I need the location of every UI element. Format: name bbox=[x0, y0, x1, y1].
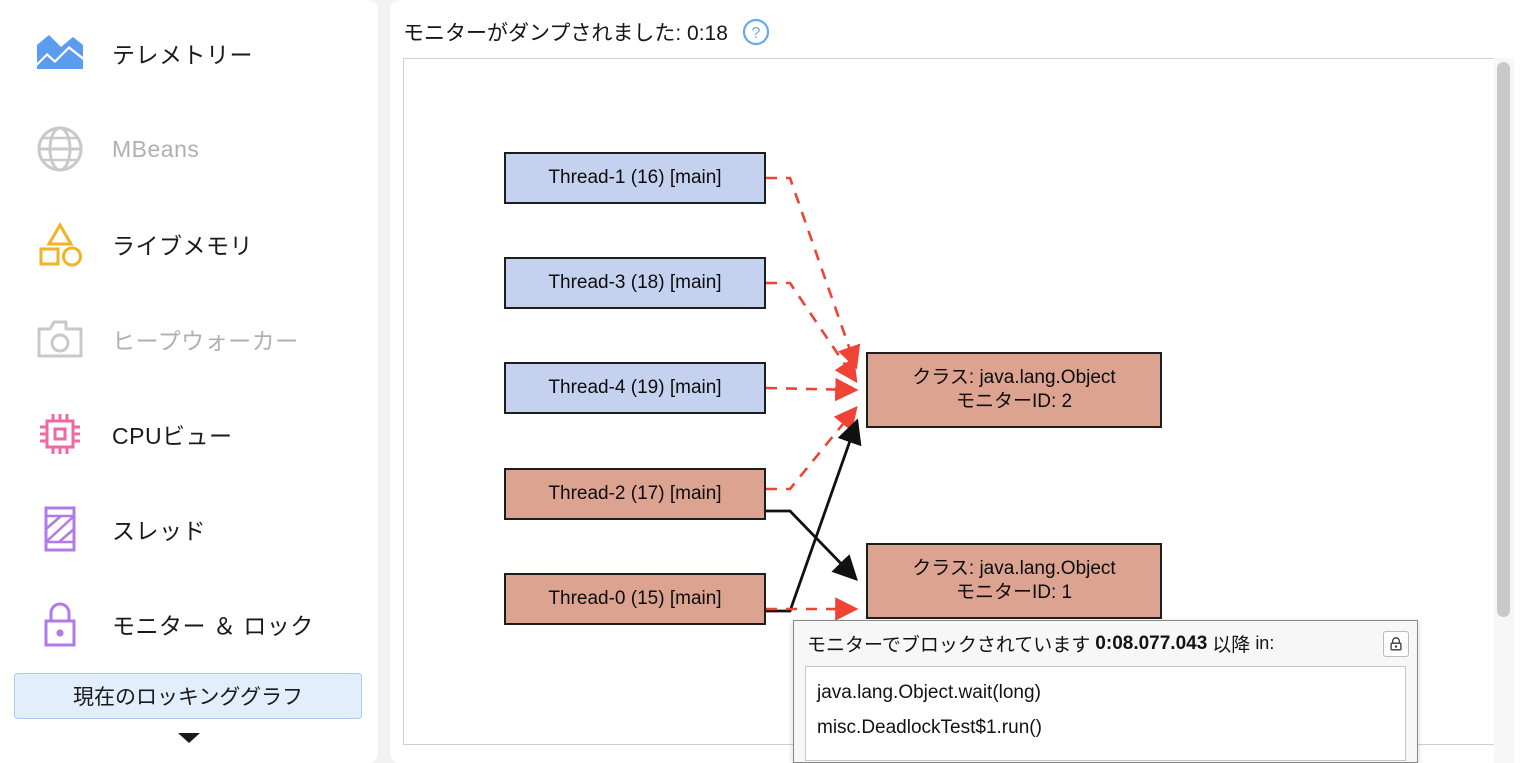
sidebar: テレメトリー MBeans bbox=[0, 0, 378, 763]
edge-thread-3-to-monitor-2 bbox=[766, 281, 858, 384]
tooltip-suffix-in: in: bbox=[1255, 633, 1275, 653]
edge-thread-2-to-monitor-2 bbox=[766, 405, 858, 491]
thread-node[interactable]: Thread-4 (19) [main] bbox=[504, 362, 766, 414]
vertical-scrollbar-thumb[interactable] bbox=[1497, 62, 1510, 617]
thread-spool-icon bbox=[32, 501, 88, 557]
thread-node-label: Thread-3 (18) [main] bbox=[548, 271, 722, 293]
sidebar-item-telemetry[interactable]: テレメトリー bbox=[0, 6, 378, 100]
cpu-chip-icon bbox=[32, 406, 88, 462]
sidebar-item-label: CPUビュー bbox=[112, 423, 233, 449]
tooltip-header: モニターでブロックされています 0:08.077.043 以降 in: bbox=[794, 621, 1417, 666]
padlock-icon bbox=[32, 596, 88, 652]
sidebar-item-label: モニター ＆ ロック bbox=[112, 613, 314, 639]
sidebar-item-threads[interactable]: スレッド bbox=[0, 482, 378, 576]
monitor-node[interactable]: クラス: java.lang.Object モニターID: 1 bbox=[866, 543, 1162, 619]
monitor-node-id: モニターID: 1 bbox=[955, 582, 1073, 603]
camera-icon bbox=[32, 311, 88, 367]
monitor-node-class: クラス: java.lang.Object bbox=[912, 366, 1116, 388]
thread-node[interactable]: Thread-1 (16) [main] bbox=[504, 152, 766, 204]
edge-thread-2-to-monitor-1 bbox=[766, 509, 858, 582]
sidebar-item-cpu-view[interactable]: CPUビュー bbox=[0, 387, 378, 481]
tooltip-timestamp: 0:08.077.043 bbox=[1095, 632, 1208, 654]
monitor-node[interactable]: クラス: java.lang.Object モニターID: 2 bbox=[866, 352, 1162, 428]
sidebar-item-mbeans[interactable]: MBeans bbox=[0, 102, 378, 196]
monitor-blocked-tooltip: モニターでブロックされています 0:08.077.043 以降 in: java… bbox=[793, 620, 1418, 763]
thread-node-label: Thread-2 (17) [main] bbox=[548, 482, 722, 504]
sidebar-item-label: スレッド bbox=[112, 518, 206, 544]
page-title: モニターがダンプされました: 0:18 bbox=[403, 22, 728, 45]
monitor-node-class: クラス: java.lang.Object bbox=[912, 557, 1116, 579]
sidebar-item-live-memory[interactable]: ライブメモリ bbox=[0, 197, 378, 291]
thread-node[interactable]: Thread-2 (17) [main] bbox=[504, 468, 766, 520]
stack-line: misc.DeadlockTest$1.run() bbox=[817, 716, 1042, 738]
shapes-memory-icon bbox=[32, 216, 88, 272]
edge-thread-1-to-monitor-2 bbox=[766, 176, 861, 370]
locking-graph-edges bbox=[765, 176, 862, 621]
tooltip-stack-trace[interactable]: java.lang.Object.wait(long) misc.Deadloc… bbox=[805, 666, 1406, 761]
telemetry-chart-icon bbox=[32, 25, 88, 81]
page-header: モニターがダンプされました: 0:18 ? bbox=[403, 14, 770, 50]
thread-node-label: Thread-4 (19) [main] bbox=[548, 376, 722, 398]
edge-thread-4-to-monitor-2 bbox=[765, 377, 859, 402]
thread-node-label: Thread-1 (16) [main] bbox=[548, 166, 722, 188]
help-circle-icon[interactable]: ? bbox=[742, 18, 770, 46]
chevron-down-icon bbox=[176, 730, 202, 751]
sidebar-item-monitors-and-locks[interactable]: モニター ＆ ロック bbox=[0, 577, 378, 671]
stack-line: java.lang.Object.wait(long) bbox=[817, 682, 1041, 703]
sidebar-item-label: MBeans bbox=[112, 135, 200, 162]
thread-node[interactable]: Thread-3 (18) [main] bbox=[504, 257, 766, 309]
thread-node-label: Thread-0 (15) [main] bbox=[548, 587, 722, 609]
monitor-node-id: モニターID: 2 bbox=[955, 391, 1073, 412]
edge-thread-0-to-monitor-2 bbox=[766, 418, 862, 613]
tooltip-suffix: 以降 bbox=[1212, 635, 1251, 656]
current-locking-graph-label: 現在のロッキンググラフ bbox=[73, 686, 303, 709]
padlock-small-icon[interactable] bbox=[1383, 630, 1409, 657]
sidebar-item-label: テレメトリー bbox=[112, 42, 253, 68]
sidebar-item-label: ヒープウォーカー bbox=[112, 328, 299, 354]
thread-node[interactable]: Thread-0 (15) [main] bbox=[504, 573, 766, 625]
current-locking-graph-button[interactable]: 現在のロッキンググラフ bbox=[14, 673, 362, 719]
sidebar-item-label: ライブメモリ bbox=[112, 233, 253, 259]
svg-text:?: ? bbox=[751, 25, 760, 42]
tooltip-prefix: モニターでブロックされています bbox=[807, 635, 1091, 656]
sidebar-item-heap-walker[interactable]: ヒープウォーカー bbox=[0, 292, 378, 386]
sidebar-expand-more-button[interactable] bbox=[0, 730, 378, 763]
globe-icon bbox=[32, 121, 88, 177]
